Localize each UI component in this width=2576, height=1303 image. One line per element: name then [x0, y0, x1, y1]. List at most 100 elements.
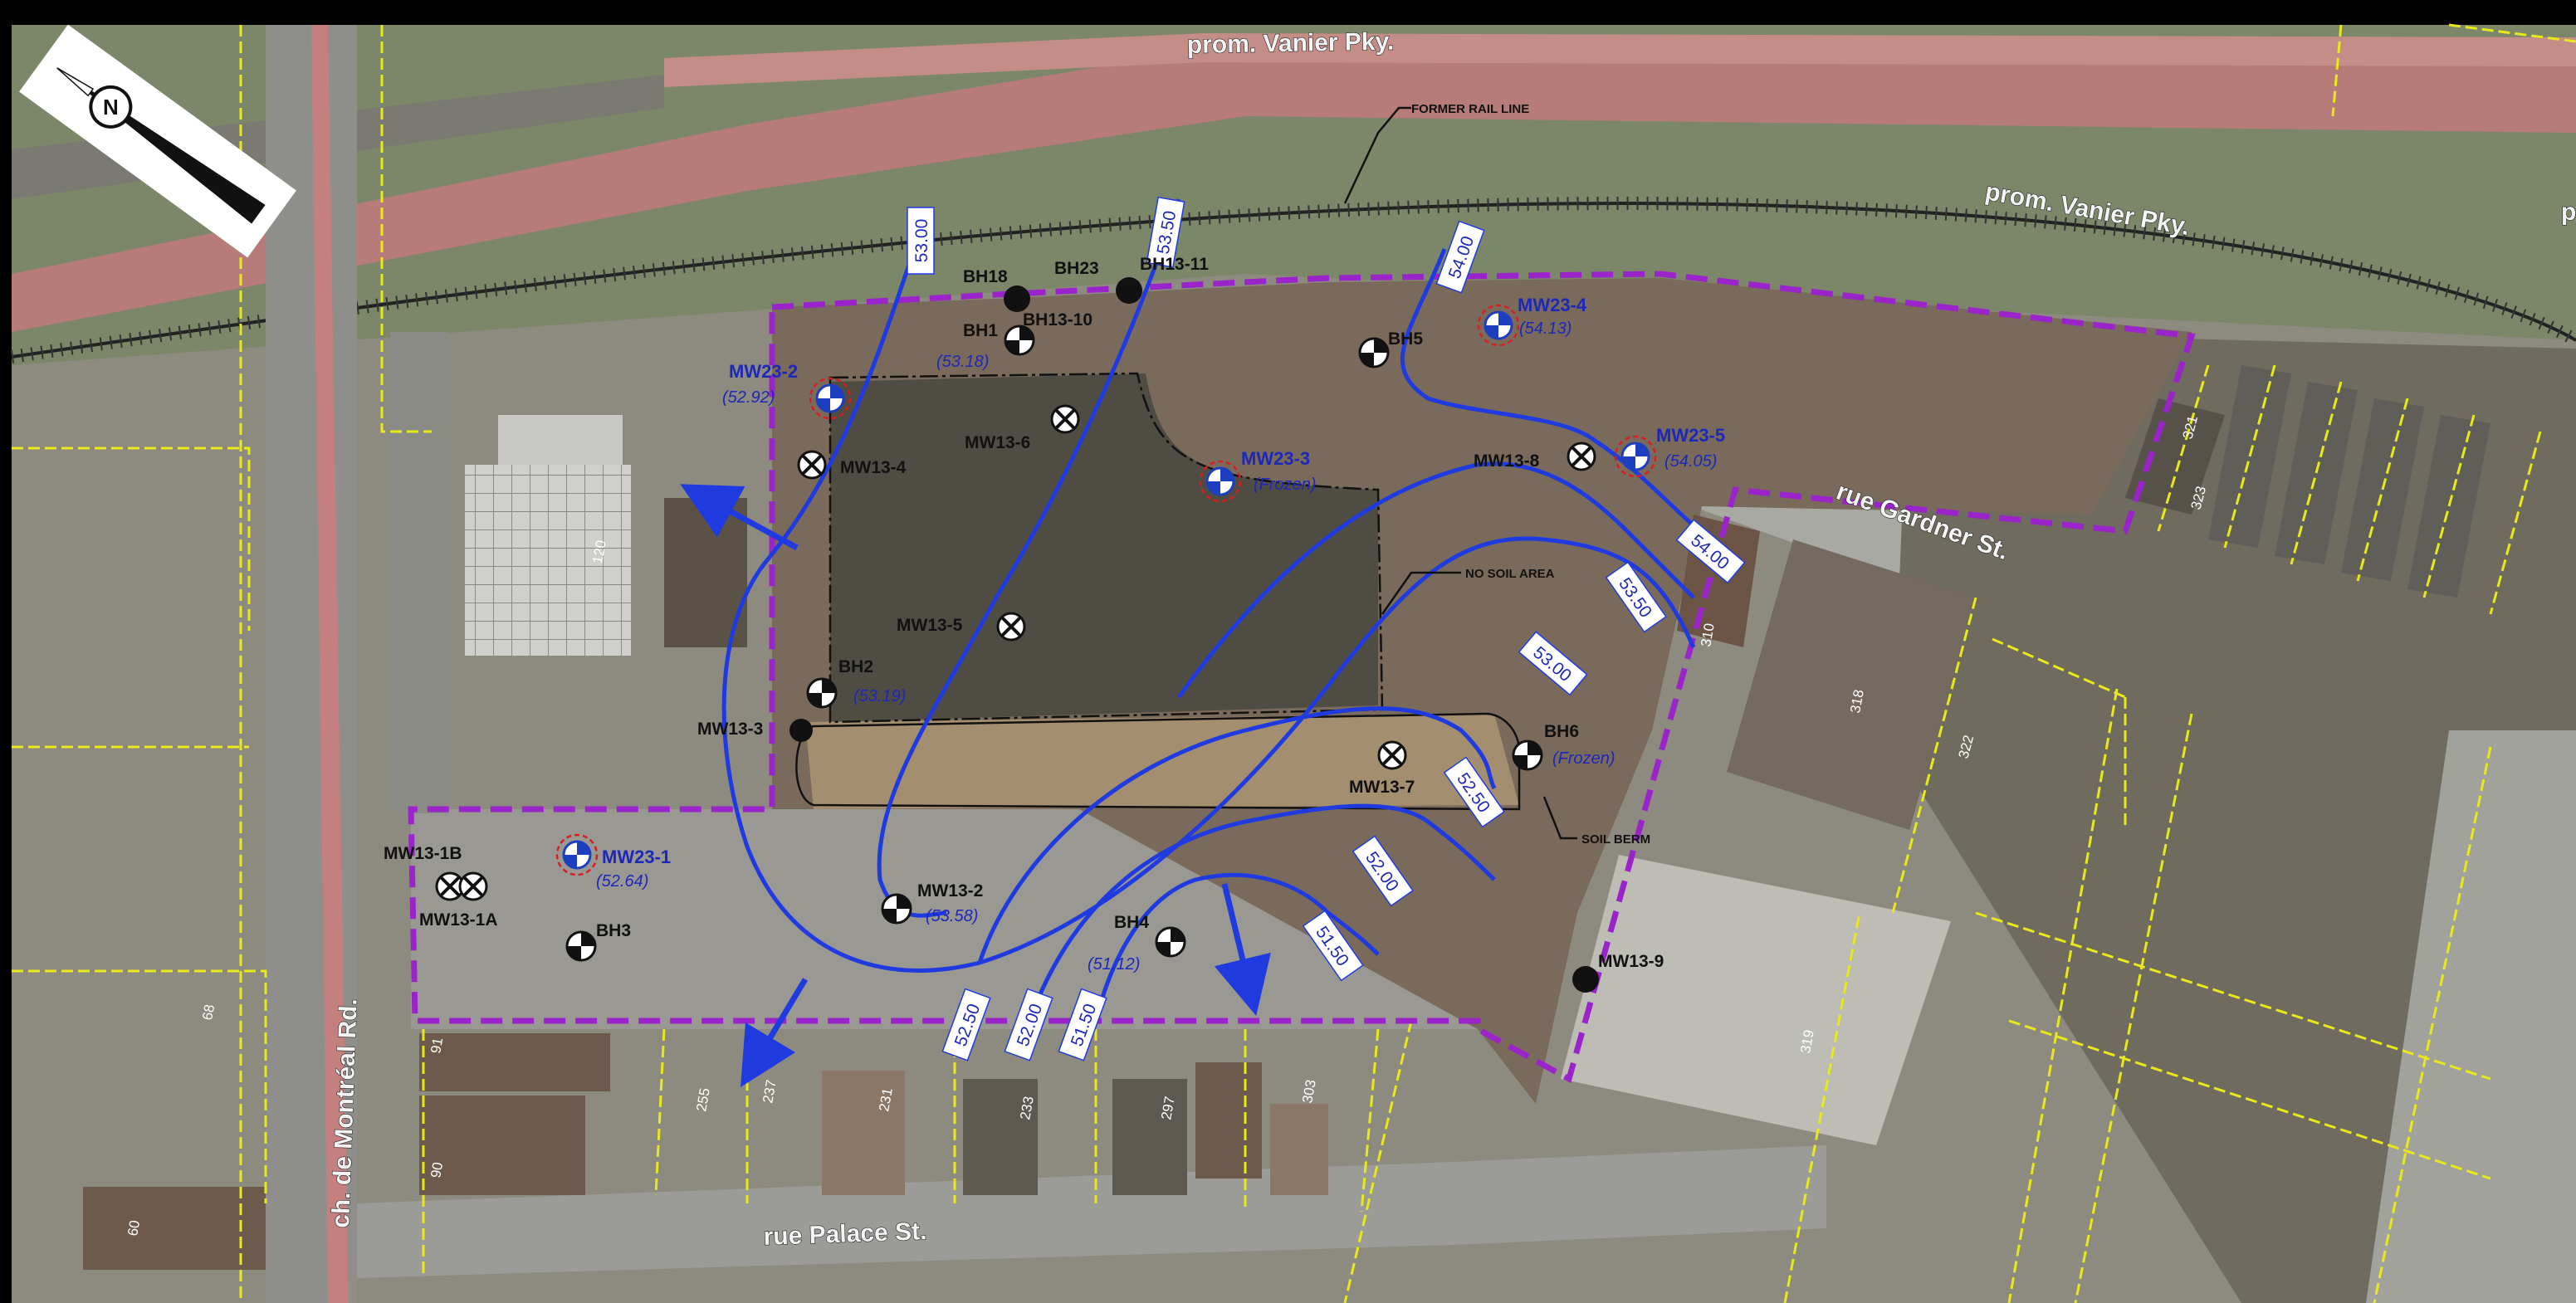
addr-90: 90: [428, 1161, 446, 1179]
flow-arrow-s: [1214, 883, 1271, 1017]
contour-5150-line: [1093, 872, 1380, 1022]
mw232-marker: [809, 377, 852, 420]
vanier-parkway-north: [664, 33, 2576, 87]
mw136-marker: [1050, 404, 1080, 434]
addr-319: 319: [1797, 1028, 1817, 1054]
contour-5300-line: [721, 215, 1696, 973]
mw234-marker: [1477, 304, 1520, 347]
label-bh1310: BH13-10: [1023, 310, 1092, 329]
label-bh6-elev: (Frozen): [1552, 749, 1615, 768]
label-bh23: BH23: [1054, 259, 1099, 278]
building-321: [2125, 398, 2225, 515]
addr-310: 310: [1698, 622, 1718, 647]
bh5-marker: [1358, 337, 1390, 368]
bh1311-marker: [1116, 277, 1142, 304]
soil-berm-label: SOIL BERM: [1581, 832, 1650, 847]
contour-5250-line: [977, 706, 1497, 964]
addr-91: 91: [428, 1037, 446, 1055]
annotation-soil-berm: SOIL BERM: [1542, 796, 1650, 847]
north-arrow-letter: N: [103, 95, 119, 120]
row-houses-ne: [2208, 365, 2490, 598]
mw137-marker: [1377, 740, 1407, 770]
addr-120: 120: [589, 539, 609, 564]
contour-5350b-line: [1176, 461, 1695, 699]
mw233-marker: [1199, 460, 1242, 503]
label-mw235-elev: (54.05): [1664, 452, 1717, 471]
label-mw137: MW13-7: [1349, 778, 1415, 797]
label-mw231-elev: (52.64): [596, 872, 648, 891]
left-lot: [390, 332, 448, 813]
label-mw232: MW23-2: [729, 361, 798, 382]
addr-318: 318: [1847, 688, 1867, 714]
label-mw233-elev: (Frozen): [1254, 476, 1317, 494]
label-mw135: MW13-5: [897, 616, 963, 635]
bh1-marker: [1004, 325, 1035, 356]
label-mw232-elev: (52.92): [722, 388, 775, 407]
label-bh1311: BH13-11: [1140, 255, 1209, 274]
street-label-vanier-top: prom. Vanier Pky.: [1187, 28, 1395, 59]
addr-237: 237: [760, 1078, 780, 1104]
addr-231: 231: [876, 1086, 896, 1112]
label-bh1-elev: (53.18): [936, 353, 989, 371]
mw138-marker: [1567, 442, 1596, 471]
street-label-edge: p: [2561, 198, 2576, 226]
palace-street: [357, 1145, 1826, 1278]
label-mw133: MW13-3: [697, 720, 763, 739]
annotation-no-soil: NO SOIL AREA: [1381, 567, 1555, 615]
north-arrow-compass: [89, 85, 133, 129]
addr-297: 297: [1158, 1095, 1178, 1120]
label-mw131a: MW13-1A: [419, 910, 498, 930]
addr-303: 303: [1299, 1078, 1319, 1104]
label-bh1: BH1: [963, 321, 998, 340]
bh2-marker: [806, 677, 838, 709]
label-mw132-elev: (53.58): [926, 907, 978, 925]
site-boundary: [408, 271, 2196, 1084]
mw134-marker: [797, 450, 827, 480]
label-mw233: MW23-3: [1241, 448, 1310, 469]
label-mw231: MW23-1: [602, 847, 671, 867]
south-houses: [83, 1033, 1328, 1270]
mw133-marker: [789, 719, 813, 742]
borehole-labels: BH18 BH23 BH13-11 BH1 BH13-10 (53.18) BH…: [384, 255, 1725, 974]
no-soil-area-fill: [830, 373, 1378, 722]
street-label-montreal: ch. de Montréal Rd.: [327, 998, 363, 1229]
label-mw234-elev: (54.13): [1519, 320, 1572, 338]
label-mw234: MW23-4: [1518, 295, 1587, 315]
addr-60: 60: [125, 1219, 143, 1237]
street-east: [2366, 730, 2576, 1303]
flow-arrows: [680, 484, 1271, 1088]
label-mw138: MW13-8: [1474, 451, 1540, 471]
parcel-lines: [12, 23, 2576, 1303]
contour-label-5300: 53.00: [912, 219, 931, 263]
former-rail-label: FORMER RAIL LINE: [1411, 102, 1529, 116]
soil-berm-outline: [795, 712, 1521, 811]
mw135-marker: [996, 612, 1026, 642]
borehole-markers: [435, 277, 1657, 993]
label-mw131b: MW13-1B: [384, 844, 462, 863]
label-bh5: BH5: [1388, 329, 1423, 349]
label-mw235: MW23-5: [1656, 425, 1725, 446]
flow-arrow-sw: [740, 978, 809, 1088]
rail-ties: [10, 196, 2576, 364]
addr-233: 233: [1017, 1095, 1037, 1120]
label-bh3: BH3: [596, 921, 631, 940]
label-bh4-elev: (51.12): [1088, 955, 1140, 974]
no-soil-area-outline: [829, 372, 1384, 724]
addr-255: 255: [693, 1086, 713, 1112]
label-bh2-elev: (53.19): [853, 687, 906, 705]
annotation-former-rail: FORMER RAIL LINE: [1343, 102, 1529, 204]
bh3-marker: [565, 930, 597, 962]
contour-5200-line: [1027, 803, 1496, 1022]
label-bh6: BH6: [1544, 722, 1579, 741]
building-319: [1561, 855, 1951, 1145]
street-label-palace: rue Palace St.: [763, 1218, 927, 1251]
flow-arrow-nw: [680, 484, 799, 551]
building-318: [1727, 539, 1976, 830]
addr-68: 68: [199, 1003, 218, 1022]
bh6-marker: [1512, 739, 1543, 771]
label-mw139: MW13-9: [1598, 952, 1664, 971]
mw132b-marker: [881, 893, 912, 925]
south-parking: [411, 809, 1478, 1029]
label-bh18: BH18: [963, 267, 1008, 286]
